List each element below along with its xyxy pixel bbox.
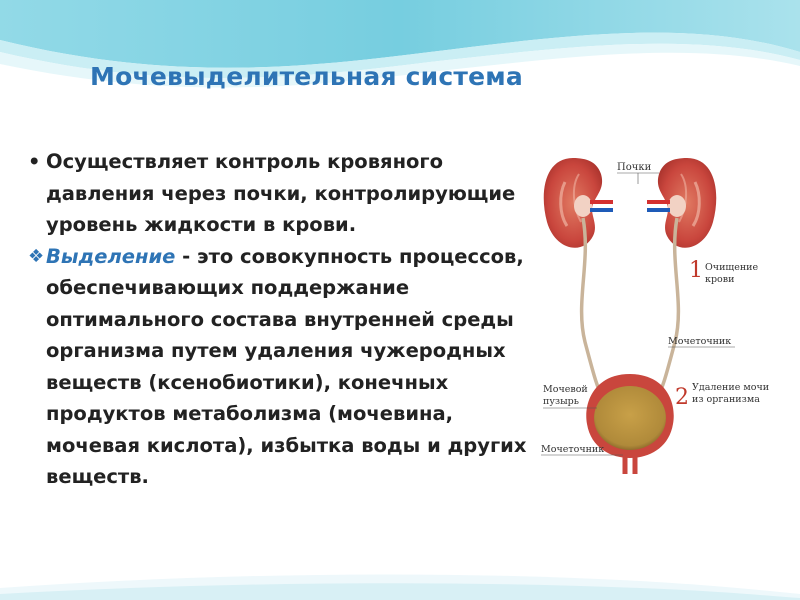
bladder: [586, 374, 674, 474]
label-step1-line2: крови: [705, 274, 734, 285]
paragraph-excretion-text: - это совокупность процессов, обеспечива…: [46, 244, 527, 489]
diamond-bullet-icon: ❖: [28, 245, 45, 267]
right-ureter: [655, 217, 681, 399]
step2-number: 2: [675, 385, 689, 410]
paragraph-blood-pressure-text: Осуществляет контроль кровяного давления…: [46, 150, 516, 236]
label-ureter: Мочеточник: [668, 336, 731, 347]
left-kidney: [543, 158, 613, 248]
step1-number: 1: [689, 258, 703, 283]
excretion-term: Выделение: [46, 244, 176, 268]
label-step2-line1: Удаление мочи: [692, 382, 769, 393]
paragraph-blood-pressure: • Осуществляет контроль кровяного давлен…: [28, 146, 548, 241]
footer-wave: [0, 574, 800, 600]
urinary-system-diagram: Почки 1 Очищение крови Мочеточник Мочево…: [541, 158, 769, 474]
paragraph-excretion: ❖ Выделение - это совокупность процессов…: [28, 241, 548, 493]
right-kidney: [647, 158, 717, 248]
label-bladder-line1: Мочевой: [543, 384, 588, 395]
bullet-dot-icon: •: [28, 150, 41, 173]
label-urethra: Мочеточник: [541, 444, 604, 455]
body-text: • Осуществляет контроль кровяного давлен…: [28, 146, 548, 493]
header-wave: [0, 0, 800, 88]
label-bladder-line2: пузырь: [543, 396, 579, 407]
label-kidneys: Почки: [617, 162, 652, 173]
left-ureter: [579, 217, 605, 399]
slide-title: Мочевыделительная система: [90, 62, 523, 91]
label-step2-line2: из организма: [692, 394, 760, 405]
label-step1-line1: Очищение: [705, 262, 759, 273]
